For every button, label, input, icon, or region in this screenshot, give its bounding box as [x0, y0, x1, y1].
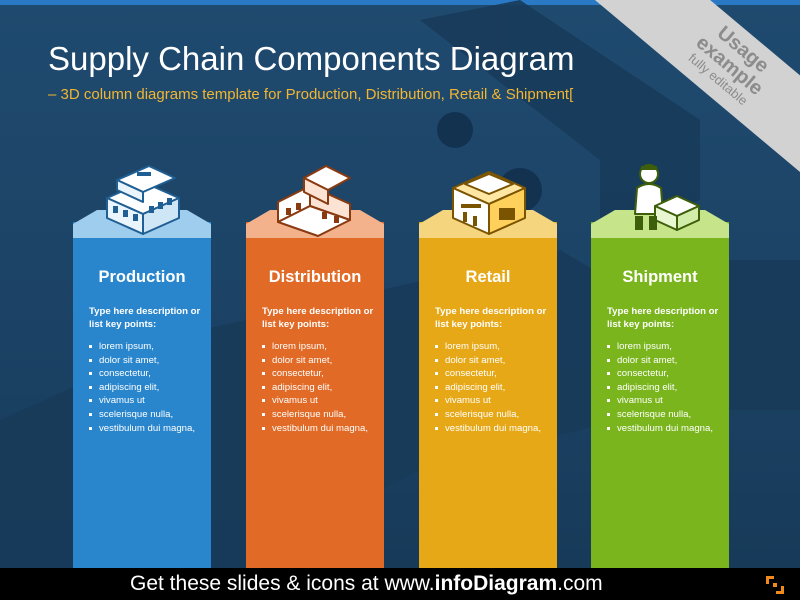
list-item: vivamus ut [89, 394, 207, 408]
slide: Supply Chain Components Diagram – 3D col… [0, 0, 800, 568]
top-accent-line [0, 0, 800, 5]
column-retail[interactable]: Retail Type here description or list key… [419, 171, 557, 568]
column-title: Production [98, 268, 186, 286]
warehouse-icon [277, 165, 351, 237]
page-title: Supply Chain Components Diagram [48, 40, 575, 77]
column-list: lorem ipsum, dolor sit amet, consectetur… [607, 340, 725, 435]
column-shipment[interactable]: Shipment Type here description or list k… [591, 164, 729, 568]
page-subtitle: – 3D column diagrams template for Produc… [48, 86, 574, 103]
list-item: vivamus ut [607, 394, 725, 408]
column-list: lorem ipsum, dolor sit amet, consectetur… [435, 340, 553, 435]
list-item: scelerisque nulla, [607, 408, 725, 422]
footer-text[interactable]: Get these slides & icons at www.infoDiag… [130, 572, 603, 596]
list-item: adipiscing elit, [89, 381, 207, 395]
list-item: scelerisque nulla, [435, 408, 553, 422]
list-item: consectetur, [89, 367, 207, 381]
list-item: vestibulum dui magna, [435, 422, 553, 436]
list-item: lorem ipsum, [607, 340, 725, 354]
column-list: lorem ipsum, dolor sit amet, consectetur… [89, 340, 207, 435]
column-description: Type here description or list key points… [435, 306, 547, 330]
column-production[interactable]: Production Type here description or list… [73, 165, 211, 568]
column-list: lorem ipsum, dolor sit amet, consectetur… [262, 340, 380, 435]
list-item: adipiscing elit, [262, 381, 380, 395]
list-item: lorem ipsum, [262, 340, 380, 354]
list-item: dolor sit amet, [262, 354, 380, 368]
column-description: Type here description or list key points… [262, 306, 374, 330]
list-item: vestibulum dui magna, [89, 422, 207, 436]
list-item: scelerisque nulla, [89, 408, 207, 422]
list-item: dolor sit amet, [89, 354, 207, 368]
list-item: vestibulum dui magna, [262, 422, 380, 436]
list-item: dolor sit amet, [435, 354, 553, 368]
column-distribution[interactable]: Distribution Type here description or li… [246, 165, 384, 568]
footer-bar: Get these slides & icons at www.infoDiag… [0, 568, 800, 600]
column-description: Type here description or list key points… [607, 306, 719, 330]
delivery-person-icon [634, 164, 700, 231]
list-item: consectetur, [435, 367, 553, 381]
list-item: lorem ipsum, [89, 340, 207, 354]
column-title: Retail [465, 268, 511, 286]
list-item: adipiscing elit, [435, 381, 553, 395]
store-icon [452, 171, 526, 235]
list-item: lorem ipsum, [435, 340, 553, 354]
footer-brand: infoDiagram [434, 572, 558, 595]
list-item: vestibulum dui magna, [607, 422, 725, 436]
list-item: consectetur, [607, 367, 725, 381]
column-description: Type here description or list key points… [89, 306, 201, 330]
list-item: scelerisque nulla, [262, 408, 380, 422]
list-item: adipiscing elit, [607, 381, 725, 395]
footer-suffix: .com [557, 572, 603, 595]
list-item: consectetur, [262, 367, 380, 381]
footer-prefix: Get these slides & icons at www. [130, 572, 435, 595]
list-item: vivamus ut [262, 394, 380, 408]
column-title: Distribution [268, 268, 362, 286]
factory-icon [106, 165, 180, 235]
list-item: vivamus ut [435, 394, 553, 408]
column-title: Shipment [622, 268, 698, 286]
list-item: dolor sit amet, [607, 354, 725, 368]
infodiagram-logo-icon [766, 576, 784, 594]
